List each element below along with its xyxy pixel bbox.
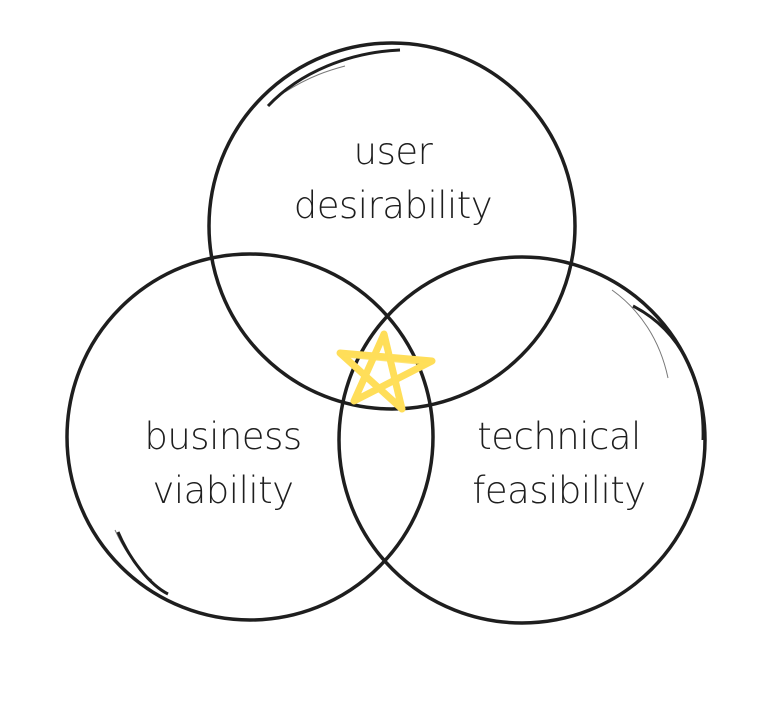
label-user-line-2: desirability bbox=[293, 184, 493, 227]
circle-user-desirability bbox=[207, 41, 577, 411]
label-technical-feasibility: technical feasibility bbox=[446, 410, 672, 518]
label-business-line-1: business bbox=[144, 415, 302, 458]
label-user-desirability: user desirability bbox=[280, 125, 506, 233]
circle-business-viability bbox=[65, 252, 435, 622]
label-technical-line-2: feasibility bbox=[472, 469, 646, 512]
circle-technical-feasibility bbox=[337, 255, 707, 625]
label-user-line-1: user bbox=[353, 130, 433, 173]
label-business-viability: business viability bbox=[110, 410, 336, 518]
star-icon bbox=[336, 330, 436, 413]
label-business-line-2: viability bbox=[152, 469, 294, 512]
label-technical-line-1: technical bbox=[477, 415, 641, 458]
